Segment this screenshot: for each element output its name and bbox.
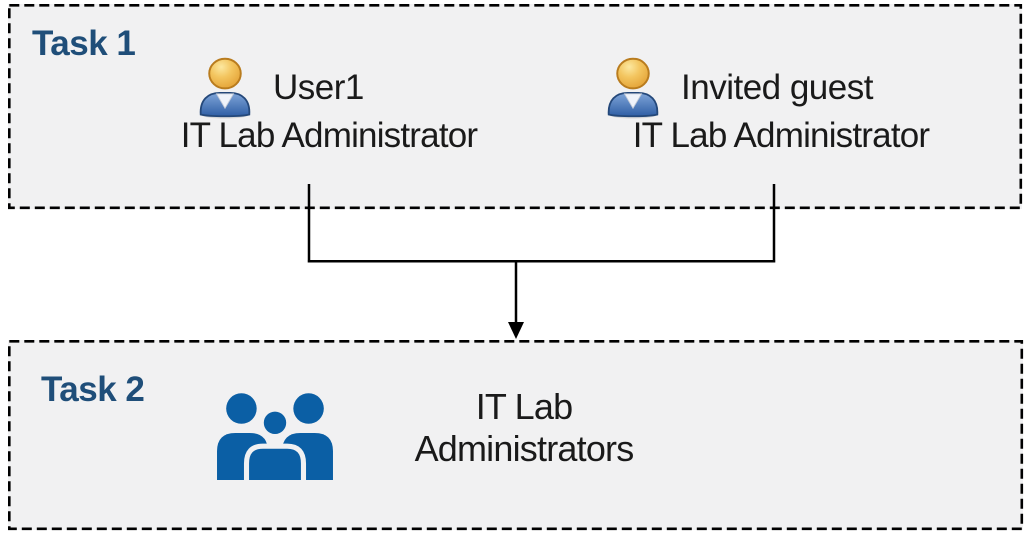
user-role: IT Lab Administrator <box>632 116 930 155</box>
task1-box: Task 1 User1 IT Lab Administrator <box>8 4 1022 209</box>
people-group-icon <box>217 393 333 480</box>
user-icon <box>607 57 659 119</box>
group-entry-it-lab-administrators: IT Lab Administrators <box>8 340 1023 530</box>
task1-label: Task 1 <box>32 24 136 63</box>
invited-guest-row: Invited guest <box>604 56 873 119</box>
group-name-line1: IT Lab <box>475 386 573 427</box>
user-role: IT Lab Administrator <box>180 116 478 155</box>
user-name: Invited guest <box>681 68 873 107</box>
user-name: User1 <box>273 68 364 107</box>
user-entry-invited-guest: Invited guest IT Lab Administrator <box>596 54 966 166</box>
arrow-down-icon <box>508 322 524 339</box>
group-name: IT Lab Administrators <box>414 386 635 470</box>
task2-box: Task 2 IT Lab Administrators <box>8 340 1023 530</box>
group-name-line2: Administrators <box>414 428 635 469</box>
user-entry-user1: User1 IT Lab Administrator <box>144 54 514 166</box>
user1-row: User1 <box>196 56 364 119</box>
user-icon <box>199 57 251 119</box>
